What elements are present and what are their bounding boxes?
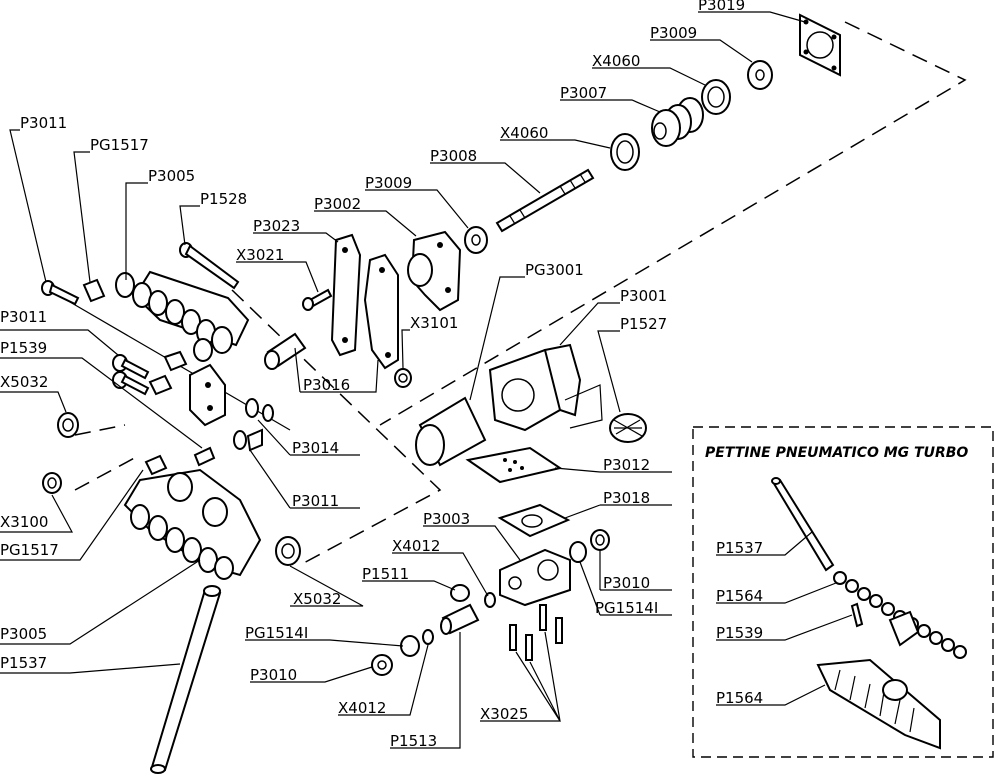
flange-p3019-drawing [799,13,841,77]
valve-body-p3003-drawing [499,548,571,607]
label-p3003: P3003 [423,510,470,528]
nut-x3100-drawing [42,472,62,494]
inset-block-p1564-drawing [816,658,941,750]
label-p1527: P1527 [620,315,667,333]
label-p3011-top: P3011 [20,114,67,132]
bracket-p3023-drawing [330,233,399,370]
plate-p3012-drawing [465,446,563,484]
washer-p3009-top-drawing [747,60,773,90]
label-inset-p1564-top: P1564 [716,587,763,605]
label-x3021: X3021 [236,246,284,264]
inset-title: PETTINE PNEUMATICO MG TURBO [705,445,968,461]
label-p1539: P1539 [0,339,47,357]
block-p3014-drawing [189,363,226,427]
fitting-p1511-drawing [450,584,470,602]
screws-x3025-drawing [509,604,563,661]
label-p3012: P3012 [603,456,650,474]
label-p1511: P1511 [362,565,409,583]
label-x5032-right: X5032 [293,590,341,608]
label-p3019: P3019 [698,0,745,14]
label-p3018: P3018 [603,489,650,507]
label-pg1517-lower: PG1517 [0,541,59,559]
label-p3010-left: P3010 [250,666,297,684]
oring-x4012-upper-drawing [484,592,496,608]
label-x5032-left: X5032 [0,373,48,391]
label-p3007: P3007 [560,84,607,102]
pin-p3011-top-drawing [41,280,80,306]
label-x4012-upper: X4012 [392,537,440,555]
assembly-dashed-lines [74,21,967,566]
label-p3011-mid: P3011 [0,308,47,326]
spacer-p3016-drawing [264,332,307,370]
piston-p3007-drawing [651,97,704,147]
label-p3023: P3023 [253,217,300,235]
manifold-p3005-top-drawing [115,270,250,362]
label-x4060-lower: X4060 [500,124,548,142]
label-inset-p1564-bottom: P1564 [716,689,763,707]
spring-p1527-drawing [609,413,647,443]
oring-x4012-lower-drawing [422,629,434,645]
spacer-small-drawing [148,350,188,396]
pin-p3011-mid-drawing [112,354,150,396]
label-x3025: X3025 [480,705,528,723]
label-pg3001: PG3001 [525,261,584,279]
seal-pg1514i-left-drawing [400,635,420,657]
inset-manifold-p1564-drawing [833,571,967,659]
label-p3011-lower: P3011 [292,492,339,510]
label-x4060-top: X4060 [592,52,640,70]
label-p3016: P3016 [303,376,350,394]
seal-right-drawing [569,529,610,563]
insert-pg1517-lower-drawing [144,446,216,476]
label-pg1514i-right: PG1514I [595,599,658,617]
fitting-p1513-drawing [440,603,480,635]
rod-p3008-drawing [495,168,595,233]
label-p3002: P3002 [314,195,361,213]
washer-p3009-mid-drawing [464,226,488,254]
inset-pin-p1539-drawing [850,602,864,628]
label-p3001: P3001 [620,287,667,305]
nut-x3101-drawing [394,368,412,388]
label-pg1514i-left: PG1514I [245,624,308,642]
inset-tube-p1537-drawing [771,477,835,572]
seal-x4060-top-drawing [701,79,731,115]
inset-box [692,426,994,758]
nut-x5032-right-drawing [275,536,301,566]
label-p3005-lower: P3005 [0,625,47,643]
leader-lines [0,11,853,749]
part-labels: P3019 P3009 X4060 P3007 X4060 P3008 P300… [0,0,763,750]
screw-x3021-drawing [302,288,333,311]
manifold-p3005-lower-drawing [123,468,262,580]
label-p3009-mid: P3009 [365,174,412,192]
clip-parts-drawing [233,398,274,452]
label-p3005-top: P3005 [148,167,195,185]
part-drawings [41,13,967,774]
label-p1528: P1528 [200,190,247,208]
body-p3001-drawing [488,343,603,432]
head-p3002-drawing [407,230,462,312]
label-p3008: P3008 [430,147,477,165]
seal-x4060-lower-drawing [610,133,640,171]
label-inset-p1539: P1539 [716,624,763,642]
label-inset-p1537: P1537 [716,539,763,557]
insert-pg1517-top-drawing [82,278,106,303]
label-p1537: P1537 [0,654,47,672]
label-p3014: P3014 [292,439,339,457]
gasket-p3018-drawing [497,503,571,538]
label-p3010-right: P3010 [603,574,650,592]
label-pg1517-top: PG1517 [90,136,149,154]
cylinder-pg3001-drawing [415,396,487,467]
label-x3101: X3101 [410,314,458,332]
nut-x5032-left-drawing [57,412,79,438]
label-p1513: P1513 [390,732,437,750]
bolt-p1528-drawing [179,242,240,290]
washer-p3010-left-drawing [371,654,393,676]
label-p3009-top: P3009 [650,24,697,42]
label-x3100: X3100 [0,513,48,531]
label-x4012-lower: X4012 [338,699,386,717]
tube-p1537-drawing [150,585,222,774]
